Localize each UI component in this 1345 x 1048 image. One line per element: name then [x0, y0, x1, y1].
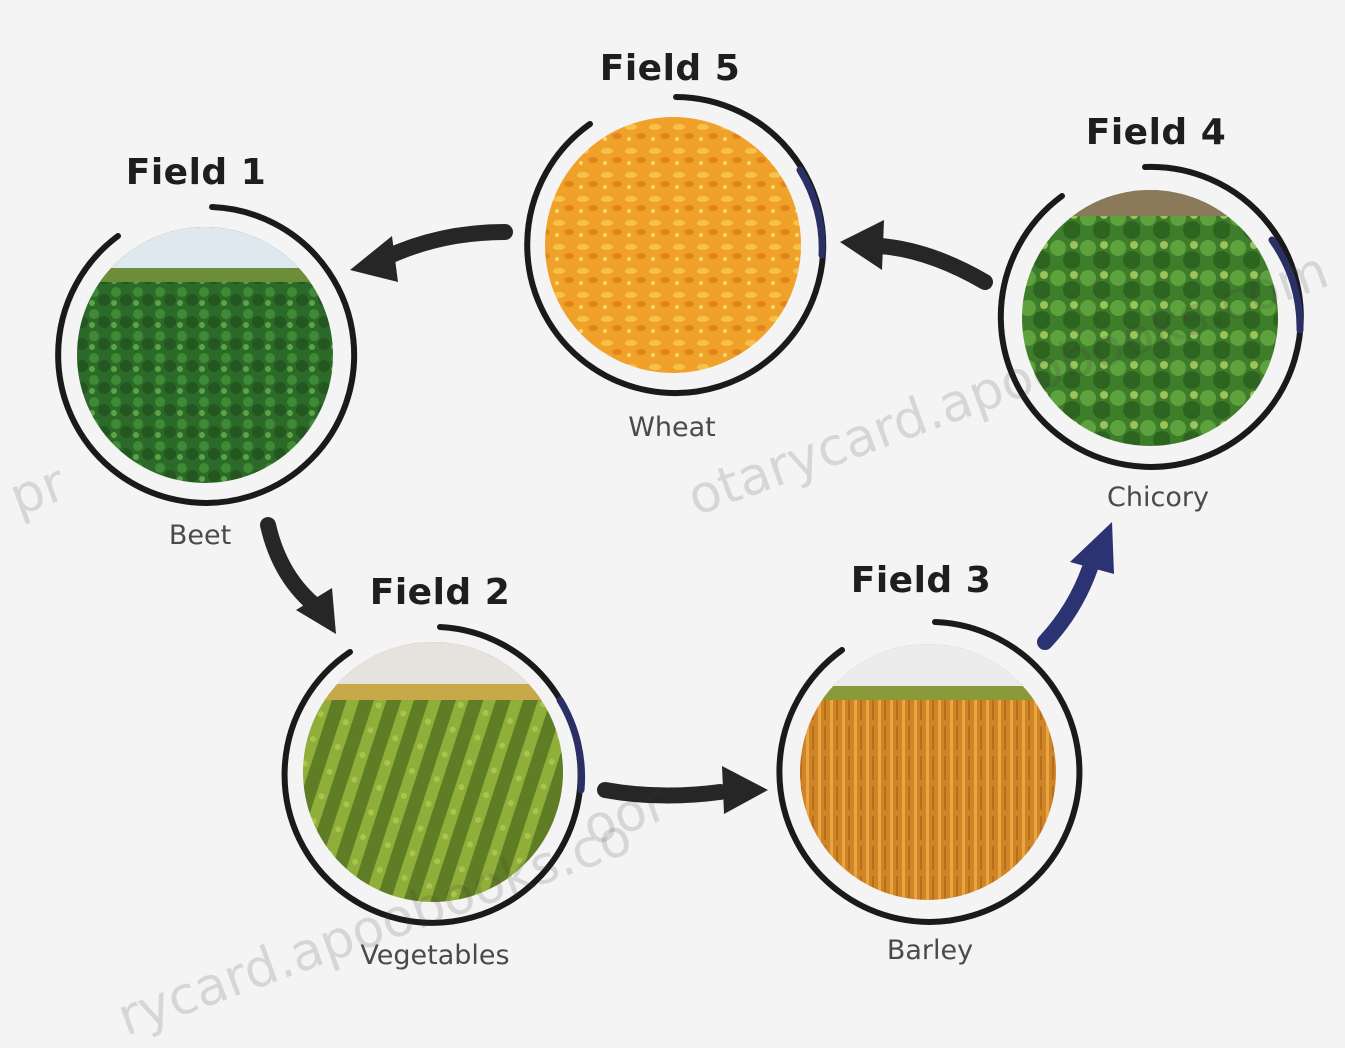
- field-1-title: Field 1: [126, 152, 267, 193]
- field-4-crop-label: Chicory: [1107, 482, 1209, 513]
- field-3-crop-label: Barley: [887, 935, 973, 966]
- arrow-field1-to-field2: [268, 525, 336, 634]
- field-5-photo: [545, 117, 801, 373]
- field-1-photo: [77, 227, 333, 483]
- field-4-title: Field 4: [1086, 112, 1227, 153]
- field-5-crop-label: Wheat: [628, 412, 716, 443]
- arrow-field3-to-field4: [1045, 522, 1114, 642]
- arrow-field4-to-field5: [840, 220, 985, 282]
- field-3-title: Field 3: [851, 560, 992, 601]
- field-5-title: Field 5: [600, 48, 741, 89]
- field-3-photo: [800, 644, 1056, 900]
- field-1-crop-label: Beet: [169, 520, 231, 551]
- crop-rotation-diagram: Field 1 Field 2 Field 3 Field 4 Field 5 …: [0, 0, 1345, 999]
- arrow-field5-to-field1: [350, 232, 505, 282]
- field-2-title: Field 2: [370, 572, 511, 613]
- field-2-ring-accent: [560, 700, 582, 790]
